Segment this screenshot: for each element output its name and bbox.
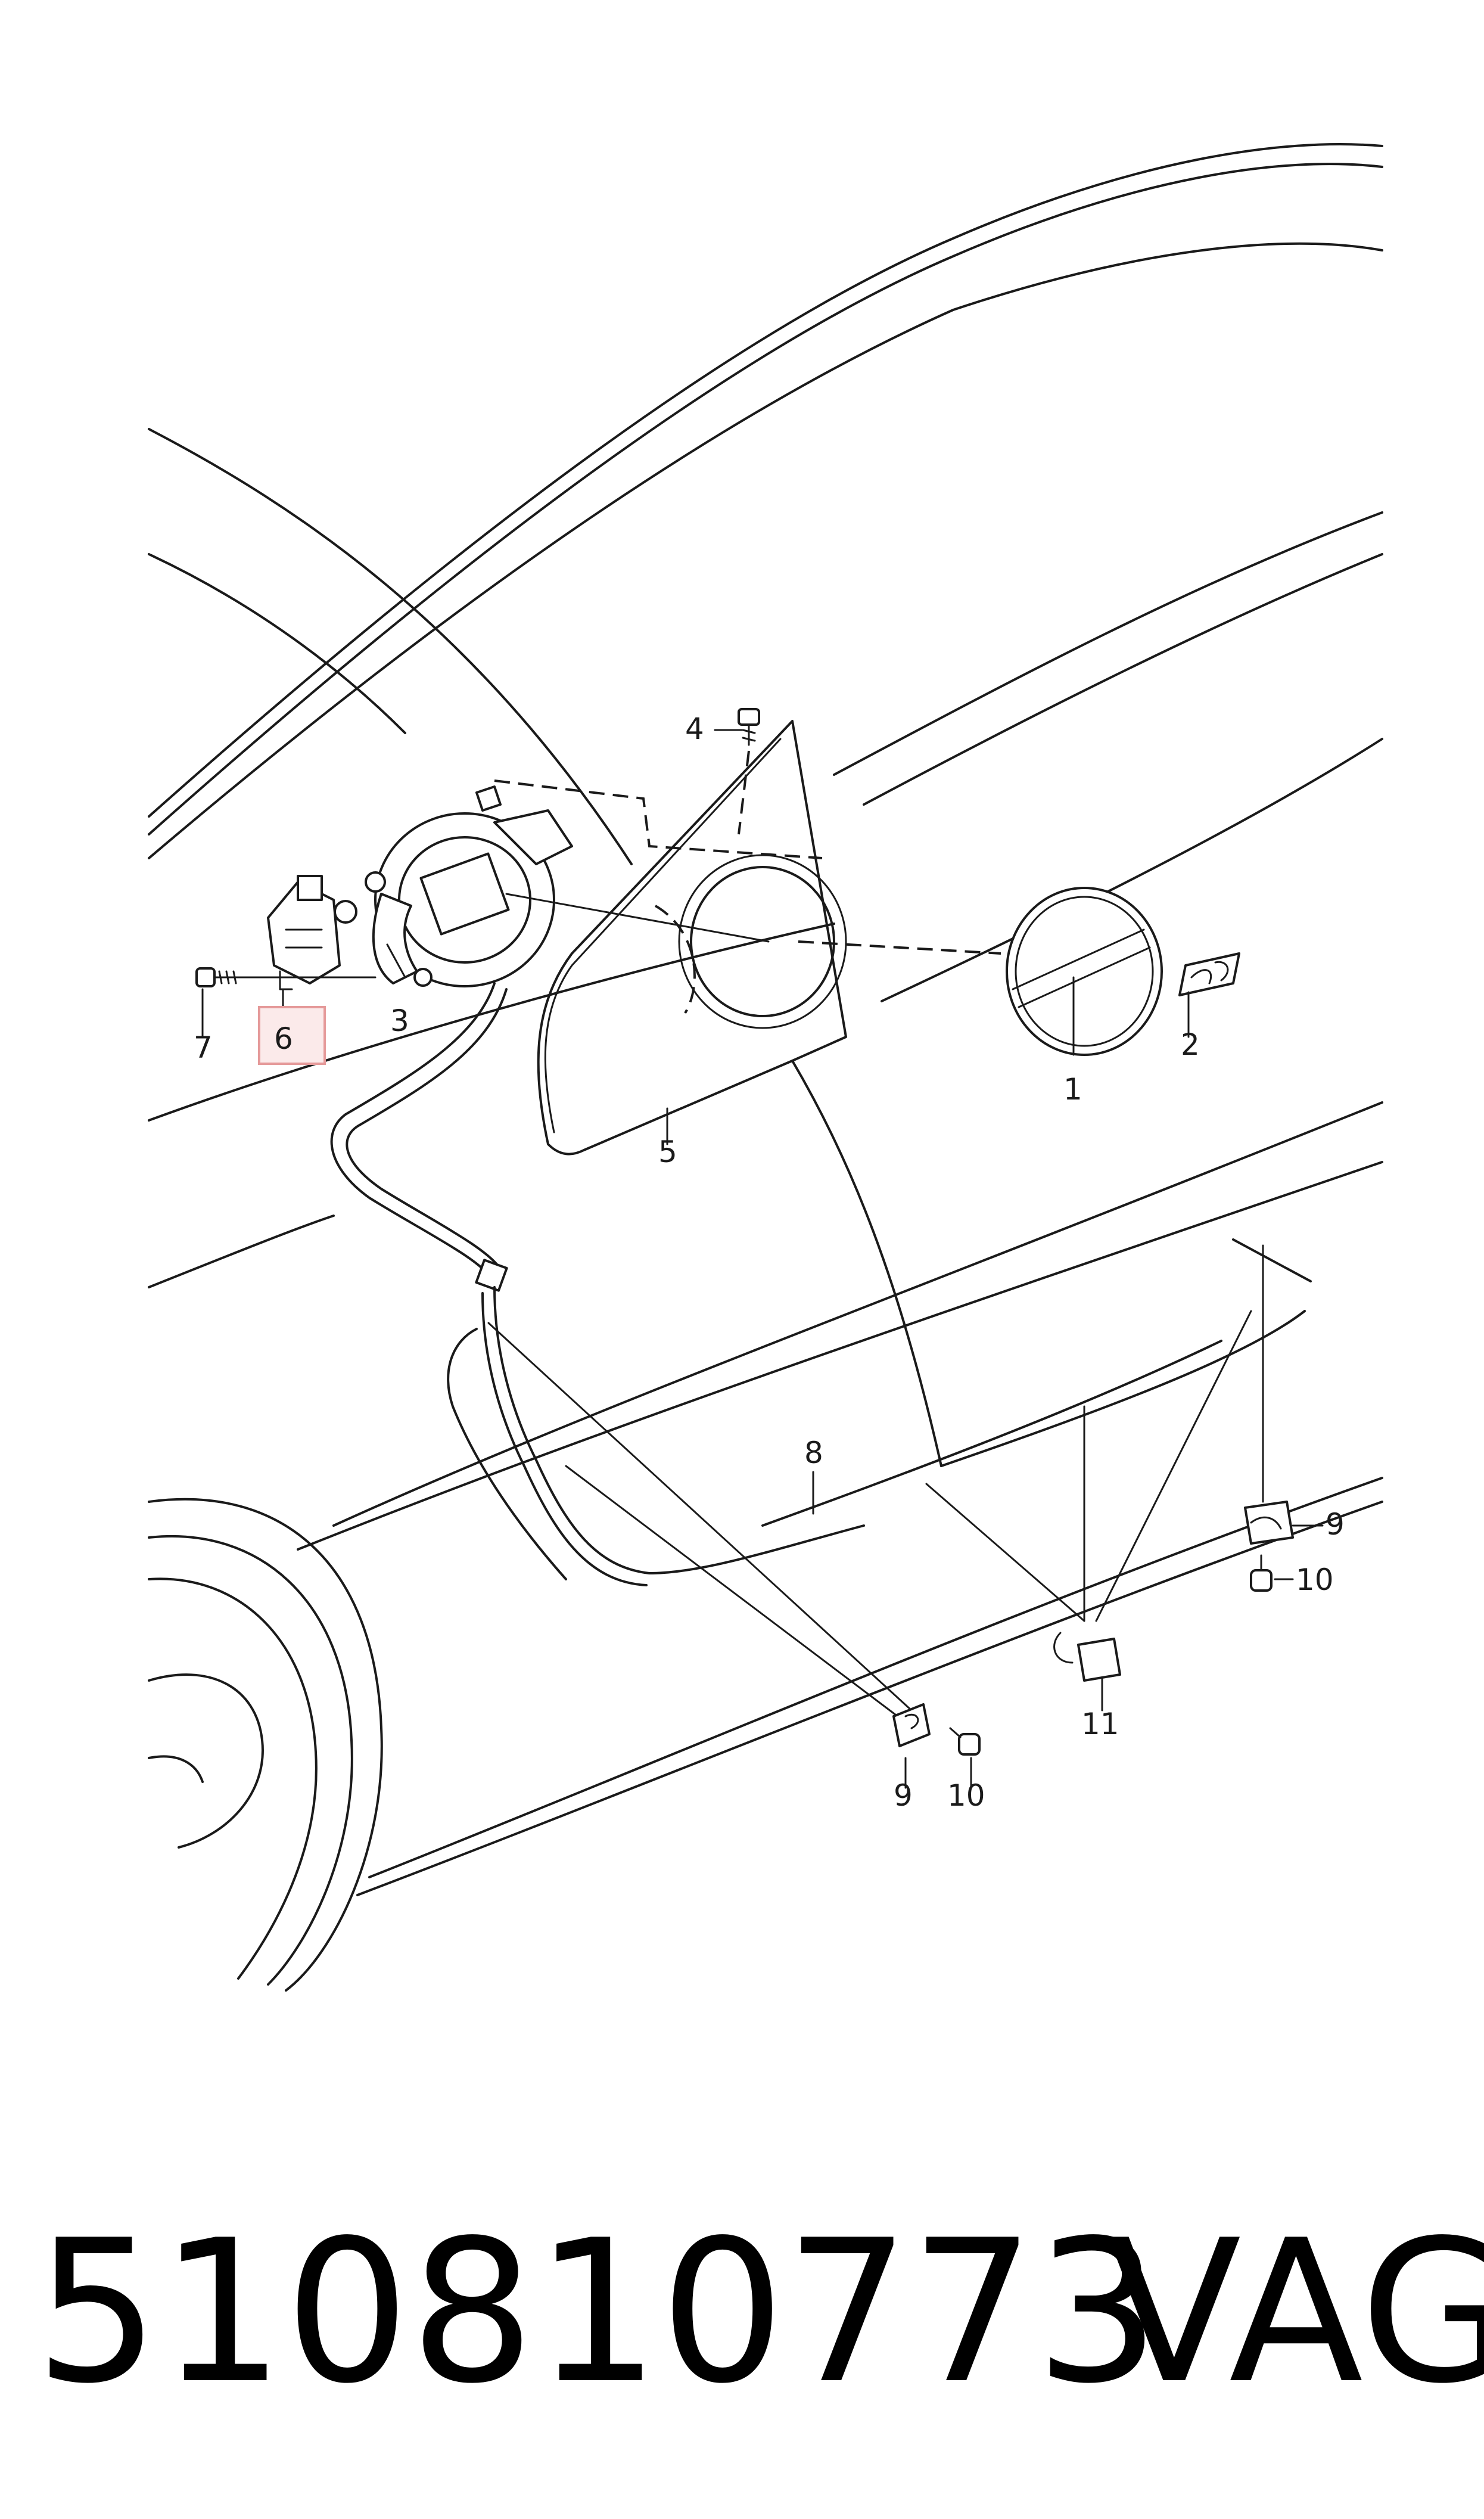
screw-10-right: [1250, 1554, 1273, 1592]
fuel-filler-housing: [365, 785, 573, 987]
leader-lines: [201, 729, 1324, 1789]
screw-10-lower: [949, 1727, 981, 1756]
callout-10-right: 10: [1296, 1563, 1334, 1597]
bolt-4: [738, 708, 760, 746]
drain-hose: [330, 982, 865, 1586]
callout-6: 6: [274, 1021, 293, 1056]
screw-7: [195, 967, 239, 987]
callout-9-right: 9: [1326, 1507, 1345, 1542]
fuel-flap-lid: [1006, 887, 1163, 1056]
callout-4: 4: [685, 712, 704, 746]
callout-5: 5: [658, 1135, 677, 1169]
car-body-outline: [148, 143, 1383, 1896]
highlight-box-6: [258, 1006, 326, 1065]
assembly-dashed-lines: [237, 750, 1001, 1014]
callout-8: 8: [804, 1436, 823, 1470]
wheel-arch: [148, 1498, 383, 1992]
callout-1: 1: [1063, 1072, 1082, 1107]
clip-9-lower: [892, 1703, 931, 1747]
callout-9-lower: 9: [894, 1778, 913, 1813]
callout-3: 3: [390, 1004, 409, 1038]
brand-name: VAG: [1107, 2198, 1484, 2427]
callout-2: 2: [1181, 1027, 1200, 1062]
callout-7: 7: [194, 1030, 213, 1065]
callout-11: 11: [1081, 1707, 1119, 1741]
clip-11: [1053, 1632, 1121, 1682]
clip-9-right: [1244, 1501, 1294, 1545]
badge-emblem: [1178, 952, 1240, 996]
part-number: 510810773: [35, 2198, 1161, 2427]
callout-10-lower: 10: [947, 1778, 985, 1813]
filler-flap-panel: [537, 720, 847, 1156]
callout-labels: 1 2 3 4 5 6 7 8 9 9 10 10 11: [194, 712, 1345, 1813]
flap-actuator: [267, 875, 357, 990]
